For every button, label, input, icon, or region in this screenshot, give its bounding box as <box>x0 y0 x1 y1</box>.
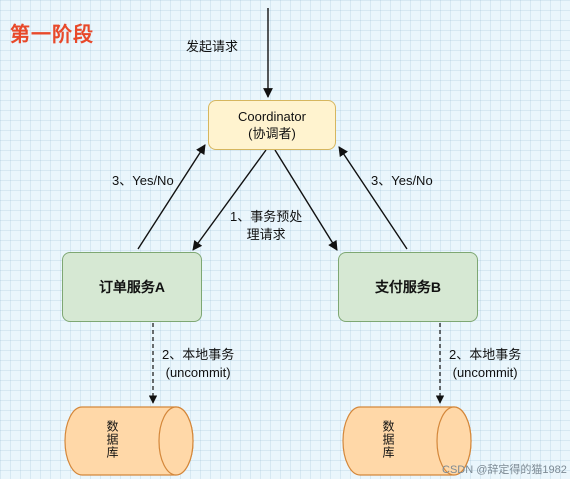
coordinator-role: (协调者) <box>248 126 296 141</box>
database-right-label: 数据库 <box>381 420 395 459</box>
request-label: 发起请求 <box>186 39 239 54</box>
service-b-vote-arrow <box>338 146 408 250</box>
coordinator-to-service-a-arrow <box>192 149 267 251</box>
database-left-label: 数据库 <box>105 420 119 459</box>
local-tx-left-line2: (uncommit) <box>165 365 231 380</box>
local-tx-left-line1: 2、本地事务 <box>162 347 235 362</box>
vote-label-left: 3、Yes/No <box>112 173 174 188</box>
prepare-label-line2: 理请求 <box>246 227 286 242</box>
database-left <box>64 406 194 476</box>
local-tx-label-left: 2、本地事务 (uncommit) <box>162 346 234 382</box>
watermark: CSDN @辞定得的猫1982 <box>442 464 567 476</box>
service-a-vote-arrow <box>137 144 206 250</box>
prepare-label-line1: 1、事务预处 <box>230 209 303 224</box>
coordinator-node: Coordinator (协调者) <box>208 100 336 150</box>
local-tx-label-right: 2、本地事务 (uncommit) <box>449 346 521 382</box>
local-tx-right-line2: (uncommit) <box>452 365 518 380</box>
local-tx-right-line1: 2、本地事务 <box>449 347 522 362</box>
vote-label-right: 3、Yes/No <box>371 173 433 188</box>
stage-title: 第一阶段 <box>10 24 94 46</box>
service-b-node: 支付服务B <box>338 252 478 322</box>
coordinator-name: Coordinator <box>238 109 306 124</box>
database-right <box>342 406 472 476</box>
service-a-node: 订单服务A <box>62 252 202 322</box>
coordinator-to-service-b-arrow <box>274 149 338 251</box>
prepare-label: 1、事务预处 理请求 <box>230 208 302 244</box>
